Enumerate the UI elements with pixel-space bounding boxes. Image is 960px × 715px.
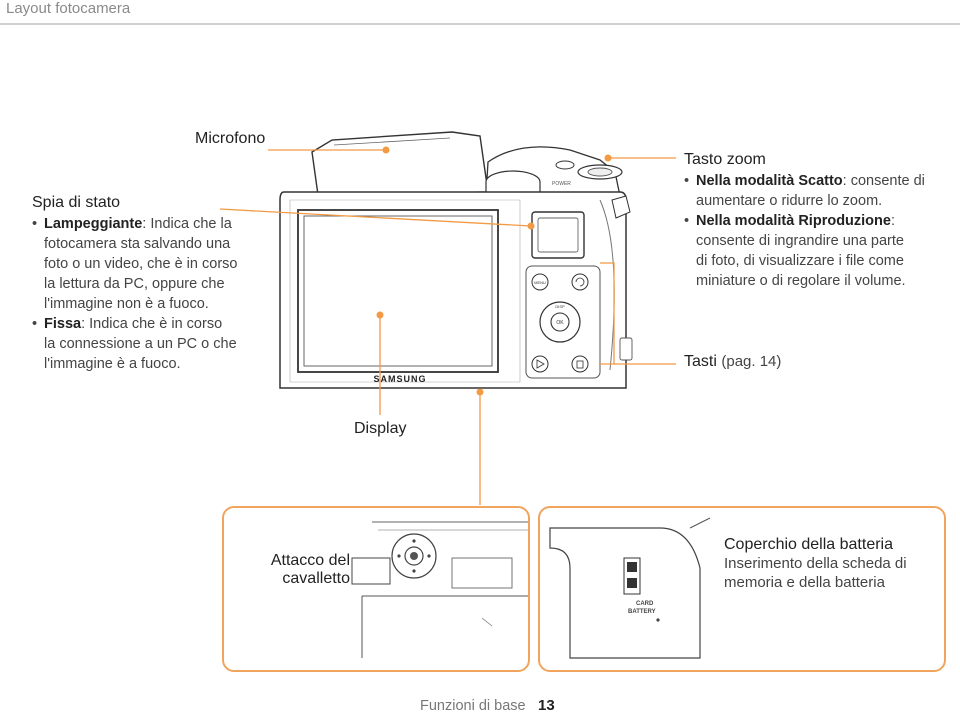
blinking-text-5: l'immagine non è a fuoco. — [44, 296, 209, 312]
buttons-title: Tasti — [684, 353, 717, 370]
blinking-term: Lampeggiante — [44, 216, 143, 232]
steady-text-3: l'immagine è a fuoco. — [44, 356, 181, 372]
battery-cover-line1: Inserimento della scheda di — [724, 555, 907, 572]
tripod-mount-label: Attacco del cavalletto — [266, 552, 350, 588]
card-label: CARD — [636, 601, 654, 607]
steady-term: Fissa — [44, 316, 82, 332]
zoom-bullet-shooting: Nella modalità Scatto: consente di — [684, 171, 954, 191]
zoom-section: Tasto zoom Nella modalità Scatto: consen… — [684, 151, 954, 291]
battery-cover-line2: memoria e della batteria — [724, 574, 885, 591]
shooting-text-2: aumentare o ridurre lo zoom. — [696, 193, 883, 209]
brand-logo: SAMSUNG — [373, 374, 426, 384]
zoom-title: Tasto zoom — [684, 151, 766, 168]
display-label: Display — [354, 420, 407, 437]
battery-cover-panel: CARD BATTERY Coperchio della batteria In… — [538, 506, 946, 672]
blinking-text-4: la lettura da PC, oppure che — [44, 276, 225, 292]
playback-term: Nella modalità Riproduzione — [696, 213, 891, 229]
shooting-term: Nella modalità Scatto — [696, 173, 843, 189]
blinking-text-1: : Indica che la — [142, 216, 232, 232]
zoom-bullet-playback: Nella modalità Riproduzione: — [684, 211, 954, 231]
blinking-text-2: fotocamera sta salvando una — [44, 236, 231, 252]
microphone-label: Microfono — [195, 130, 266, 147]
ok-button-label: OK — [556, 320, 564, 326]
camera-back-illustration: POWER SAMSUNG MENU OK DISP — [279, 131, 633, 389]
page-header-title: Layout fotocamera — [6, 0, 131, 17]
buttons-label: Tasti (pag. 14) — [684, 353, 781, 371]
status-light-section: Spia di stato Lampeggiante: Indica che l… — [32, 194, 272, 374]
tripod-mount-illustration — [351, 521, 528, 658]
battery-text-label: BATTERY — [628, 609, 656, 615]
status-light-bullet-steady: Fissa: Indica che è in corso — [32, 314, 272, 334]
playback-text-2: consente di ingrandire una parte — [696, 233, 904, 249]
playback-text-4: miniature o di regolare il volume. — [696, 273, 906, 289]
buttons-page-ref[interactable]: (pag. 14) — [721, 353, 782, 370]
disp-label: DISP — [555, 304, 565, 309]
menu-button-label: MENU — [534, 280, 546, 285]
footer-page-number: 13 — [538, 697, 555, 714]
footer-section: Funzioni di base — [420, 698, 526, 714]
status-light-title: Spia di stato — [32, 194, 121, 211]
battery-cover-text: Coperchio della batteria Inserimento del… — [724, 536, 939, 592]
battery-cover-illustration: CARD BATTERY — [549, 517, 711, 659]
blinking-text-3: foto o un video, che è in corso — [44, 256, 238, 272]
status-light-bullet-blinking: Lampeggiante: Indica che la — [32, 214, 272, 234]
battery-cover-title: Coperchio della batteria — [724, 536, 893, 553]
tripod-mount-panel: Attacco del cavalletto — [222, 506, 530, 672]
page-footer: Funzioni di base 13 — [420, 697, 555, 715]
header-divider — [0, 23, 960, 25]
steady-text-1: : Indica che è in corso — [81, 316, 223, 332]
playback-text-1: : — [890, 213, 895, 229]
shooting-text-1: : consente di — [842, 173, 925, 189]
tripod-label-line1: Attacco del — [270, 552, 350, 569]
tripod-label-line2: cavalletto — [282, 570, 350, 587]
power-label: POWER — [552, 181, 571, 187]
playback-text-3: di foto, di visualizzare i file come — [696, 253, 904, 269]
steady-text-2: la connessione a un PC o che — [44, 336, 237, 352]
